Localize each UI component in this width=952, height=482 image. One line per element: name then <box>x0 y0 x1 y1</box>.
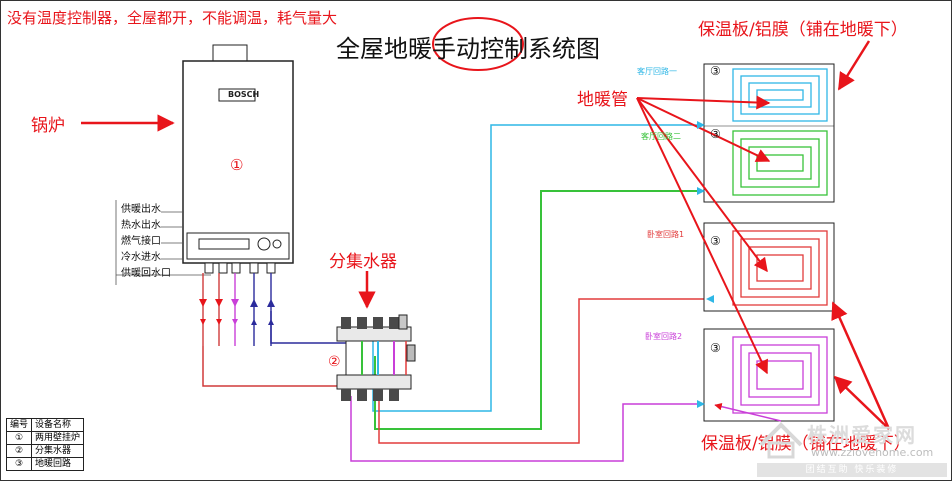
pipe-loop-red <box>378 298 704 444</box>
insulation-arrow-top <box>837 40 871 91</box>
coil-blue <box>732 68 828 122</box>
legend-header-row: 编号 设备名称 <box>5 418 85 432</box>
loop-number-1: ③ <box>710 64 721 78</box>
pipe-loop-blue <box>372 124 704 412</box>
loop-name-1: 客厅回路一 <box>637 67 677 76</box>
pipe-arrow-3 <box>636 97 768 273</box>
loop-name-2: 客厅回路二 <box>641 132 681 141</box>
pipe-arrow-2 <box>636 97 771 162</box>
coil-purple <box>732 336 828 414</box>
insulation-label-bottom: 保温板/铝膜（铺在地暖下） <box>701 434 911 454</box>
legend-row: ② 分集水器 <box>5 444 85 458</box>
boiler-port-2: 热水出水 <box>121 220 161 231</box>
loop-number-2: ③ <box>710 127 721 141</box>
port-leader-lines <box>115 200 211 285</box>
legend-cell-name: 分集水器 <box>31 444 85 458</box>
watermark-house-icon <box>759 422 803 459</box>
legend-header-number: 编号 <box>5 418 33 432</box>
boiler-drop-pipes <box>199 273 275 346</box>
coil-red <box>732 230 828 306</box>
manifold <box>336 314 416 401</box>
room-panels <box>703 63 835 422</box>
insulation-label-top: 保温板/铝膜（铺在地暖下） <box>698 20 908 40</box>
watermark-url: www.zzlovehome.com <box>811 446 934 459</box>
highlight-ellipse <box>432 17 524 71</box>
insulation-arrow-b3 <box>714 402 782 422</box>
legend-table: 编号 设备名称 ① 两用壁挂炉 ② 分集水器 ③ 地暖回路 <box>5 418 85 471</box>
loop-number-3: ③ <box>710 234 721 248</box>
supply-pipe <box>270 311 346 344</box>
legend-cell-name: 两用壁挂炉 <box>31 431 85 445</box>
watermark: 株洲爱家网 www.zzlovehome.com 团结互助 快乐装修 <box>757 419 947 479</box>
pipe-loop-purple <box>350 396 704 462</box>
legend-row: ③ 地暖回路 <box>5 457 85 471</box>
floor-pipe-label: 地暖管 <box>577 90 628 110</box>
return-pipe <box>202 346 343 387</box>
loop-name-3: 卧室回路1 <box>647 230 685 239</box>
flow-markers <box>697 121 714 408</box>
boiler-brand: BOSCH <box>228 90 260 99</box>
insulation-arrow-b2 <box>833 375 890 430</box>
legend-row: ① 两用壁挂炉 <box>5 431 85 445</box>
boiler-label: 锅炉 <box>31 116 65 136</box>
insulation-arrow-b1 <box>831 301 891 430</box>
watermark-slogan: 团结互助 快乐装修 <box>757 463 947 477</box>
loop-name-4: 卧室回路2 <box>645 332 683 341</box>
legend-cell-number: ① <box>5 431 33 445</box>
manifold-number: ② <box>328 354 341 370</box>
pipe-loop-green <box>374 190 704 430</box>
boiler <box>182 44 294 274</box>
boiler-port-5: 供暖回水口 <box>121 268 171 279</box>
pipe-arrow-4 <box>636 97 768 375</box>
no-thermostat-note: 没有温度控制器，全屋都开，不能调温，耗气量大 <box>7 9 338 27</box>
watermark-name: 株洲爱家网 <box>807 423 917 447</box>
pipe-arrow-1 <box>636 95 771 110</box>
boiler-port-1: 供暖出水 <box>121 204 161 215</box>
boiler-port-4: 冷水进水 <box>121 252 161 263</box>
manifold-label: 分集水器 <box>329 252 397 272</box>
loop-number-4: ③ <box>710 341 721 355</box>
coil-green <box>732 130 828 196</box>
diagram-title: 全屋地暖手动控制系统图 <box>336 35 600 63</box>
boiler-port-3: 燃气接口 <box>121 236 161 247</box>
legend-cell-number: ③ <box>5 457 33 471</box>
legend-cell-number: ② <box>5 444 33 458</box>
legend-cell-name: 地暖回路 <box>31 457 85 471</box>
boiler-number: ① <box>230 156 244 174</box>
legend-header-name: 设备名称 <box>31 418 85 432</box>
